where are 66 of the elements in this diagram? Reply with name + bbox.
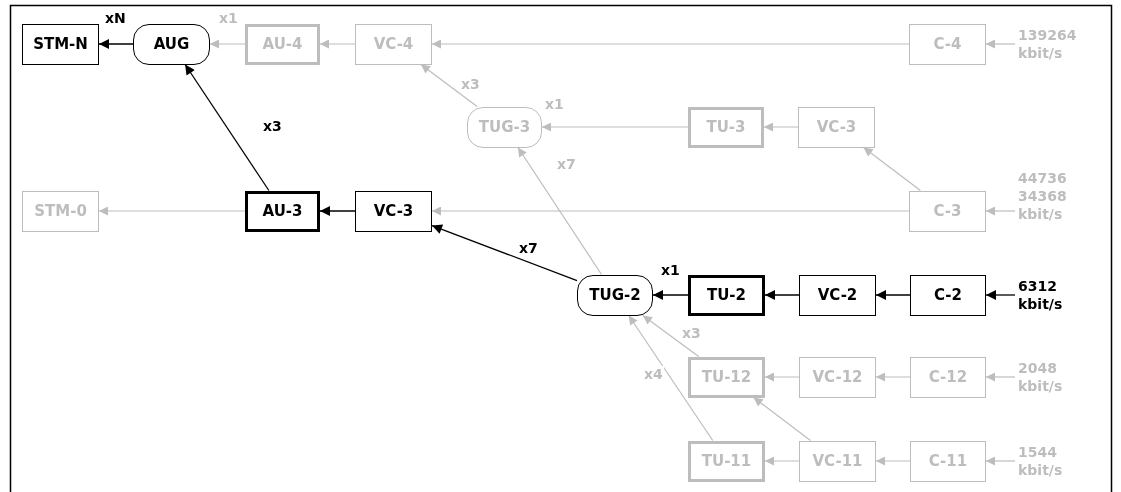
arrow	[319, 39, 356, 49]
arrow	[184, 63, 270, 192]
process-box: VC-3	[355, 190, 432, 232]
process-box: VC-11	[799, 440, 876, 482]
process-box: VC-2	[799, 274, 876, 316]
arrow	[985, 456, 1016, 466]
process-box: C-3	[909, 190, 986, 232]
process-box: TU-3	[688, 106, 764, 148]
edge-label: x1	[218, 10, 239, 26]
process-box: TU-2	[688, 274, 765, 316]
bit-rate-text: 1544 kbit/s	[1018, 441, 1082, 481]
arrow	[875, 290, 911, 300]
process-box: VC-3	[798, 106, 875, 148]
process-box: TU-12	[688, 356, 765, 398]
bit-rate-text: 44736 34368 kbit/s	[1018, 167, 1082, 225]
edge-label: xN	[104, 10, 127, 26]
arrow	[764, 456, 800, 466]
process-box: STM-N	[22, 23, 99, 65]
arrow	[628, 314, 714, 442]
arrow	[985, 39, 1016, 49]
arrow	[753, 396, 811, 442]
arrow	[98, 206, 246, 216]
edge-label: x3	[460, 76, 481, 92]
edge-label: x1	[544, 96, 565, 112]
process-box: STM-0	[22, 190, 99, 232]
process-box: C-11	[910, 440, 986, 482]
process-box: AU-4	[245, 23, 320, 65]
arrow	[431, 206, 910, 216]
process-box: TU-11	[688, 440, 765, 482]
edge-label: x3	[681, 325, 702, 341]
arrow	[431, 39, 910, 49]
process-box: VC-12	[799, 356, 876, 398]
arrow	[764, 372, 800, 382]
process-box: VC-4	[355, 23, 432, 65]
edge-label: x3	[262, 118, 283, 134]
bit-rate-text: 139264 kbit/s	[1018, 24, 1082, 64]
arrow	[875, 456, 911, 466]
process-box: C-12	[910, 356, 986, 398]
arrow	[319, 206, 356, 216]
edge-label: x4	[643, 366, 664, 382]
group-pill: TUG-3	[467, 106, 542, 148]
group-pill: AUG	[133, 23, 210, 65]
edge-label: x7	[556, 156, 577, 172]
process-box: AU-3	[245, 190, 320, 232]
edge-label: x7	[518, 240, 539, 256]
arrow	[763, 122, 799, 132]
arrow	[985, 290, 1016, 300]
arrow	[985, 206, 1016, 216]
group-pill: TUG-2	[577, 274, 653, 316]
arrow	[875, 372, 911, 382]
arrow	[642, 314, 700, 358]
arrow	[985, 372, 1016, 382]
arrow	[98, 39, 134, 49]
bit-rate-text: 2048 kbit/s	[1018, 357, 1082, 397]
arrow	[652, 290, 689, 300]
edge-label: x1	[660, 262, 681, 278]
process-box: C-4	[909, 23, 986, 65]
process-box: C-2	[910, 274, 986, 316]
arrow	[541, 122, 689, 132]
bit-rate-text: 6312 kbit/s	[1018, 275, 1082, 315]
arrow	[517, 146, 603, 276]
arrow	[863, 146, 921, 192]
arrow	[209, 39, 246, 49]
arrow	[420, 63, 478, 108]
arrow	[431, 224, 578, 282]
arrow	[764, 290, 800, 300]
